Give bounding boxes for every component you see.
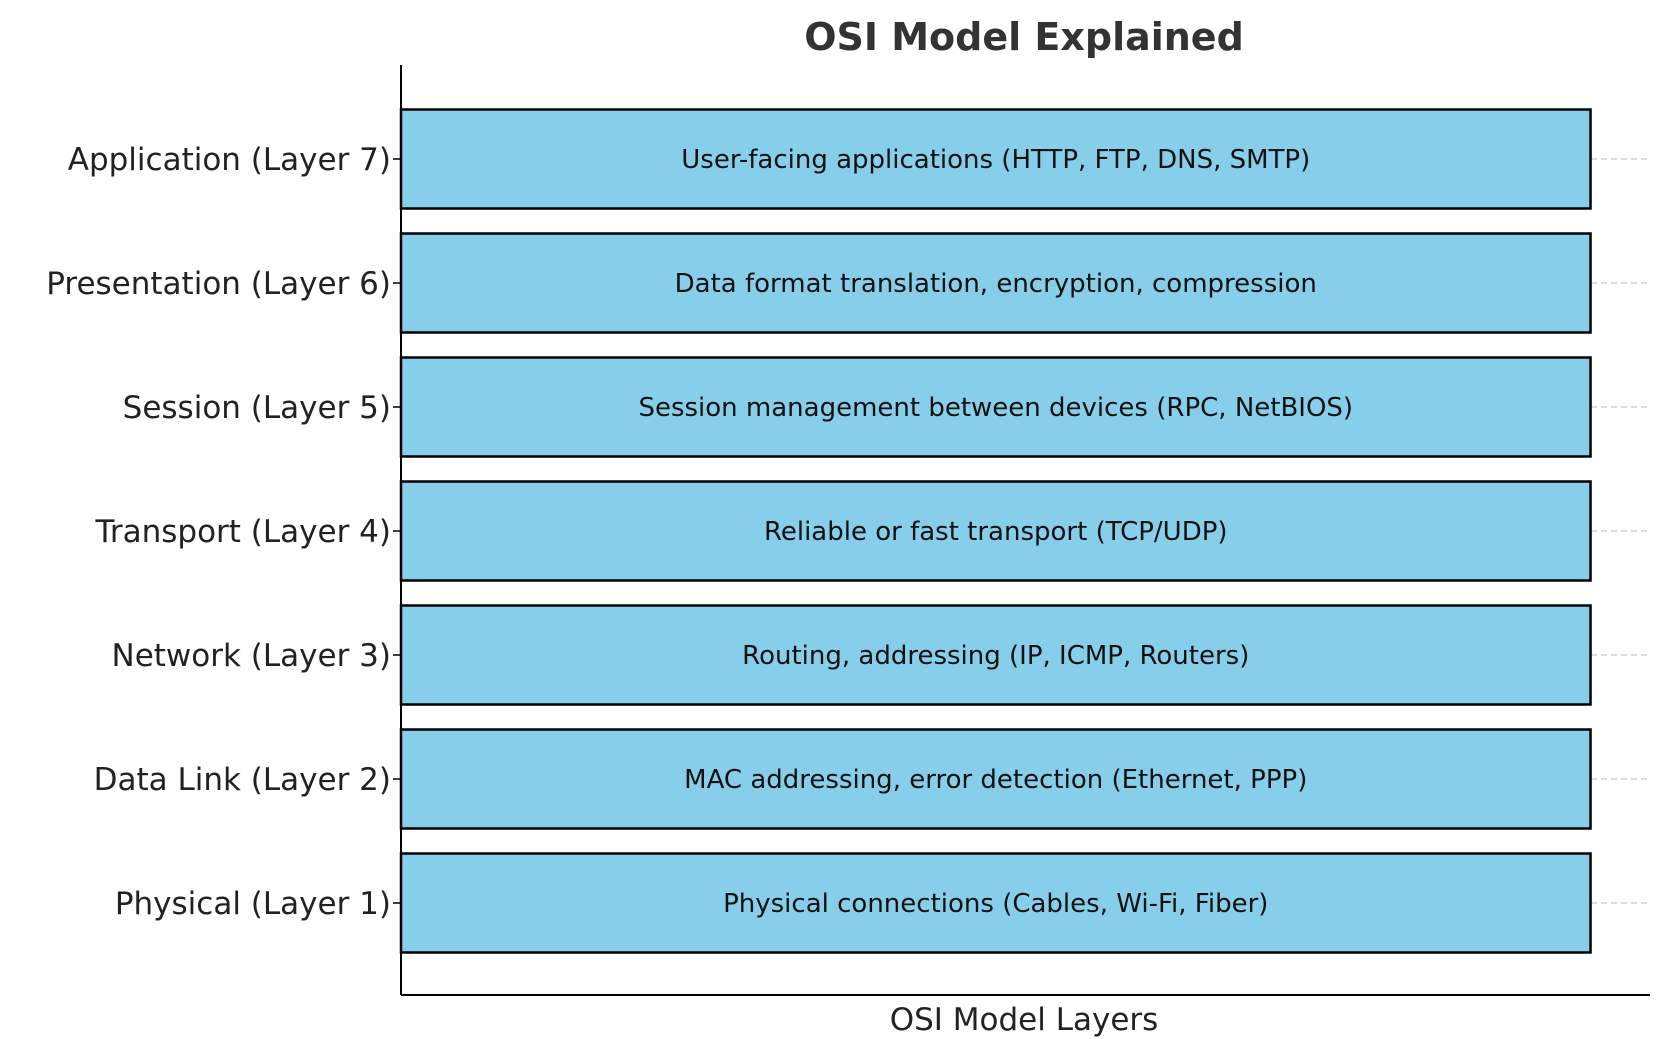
bar-label: User-facing applications (HTTP, FTP, DNS…: [681, 145, 1310, 175]
bar: [399, 232, 1592, 334]
bars: [399, 108, 1592, 954]
y-tick-label: Presentation (Layer 6): [46, 266, 391, 302]
bar-label: Session management between devices (RPC,…: [638, 393, 1353, 423]
bar: [399, 852, 1592, 954]
bar-label: Reliable or fast transport (TCP/UDP): [764, 517, 1228, 547]
bar: [399, 356, 1592, 458]
bar: [399, 604, 1592, 706]
y-tick-label: Network (Layer 3): [112, 638, 391, 674]
bar-label: Routing, addressing (IP, ICMP, Routers): [742, 641, 1249, 671]
y-tick-labels: Physical (Layer 1) Data Link (Layer 2) Net…: [46, 142, 401, 922]
bar: [399, 728, 1592, 830]
y-tick-label: Physical (Layer 1): [115, 886, 391, 922]
y-tick-label: Session (Layer 5): [123, 390, 391, 426]
chart-title: OSI Model Explained: [804, 15, 1244, 59]
bar-label: Data format translation, encryption, com…: [675, 269, 1317, 299]
y-tick-label: Transport (Layer 4): [94, 514, 391, 550]
bar-label: MAC addressing, error detection (Etherne…: [684, 765, 1307, 795]
bar: [399, 480, 1592, 582]
bar: [399, 108, 1592, 210]
y-tick-label: Application (Layer 7): [68, 142, 391, 178]
y-tick-label: Data Link (Layer 2): [94, 762, 391, 798]
bar-labels: Physical connections (Cables, Wi-Fi, Fib…: [638, 145, 1353, 919]
bar-label: Physical connections (Cables, Wi-Fi, Fib…: [723, 889, 1268, 919]
x-axis-label: OSI Model Layers: [890, 1002, 1159, 1038]
